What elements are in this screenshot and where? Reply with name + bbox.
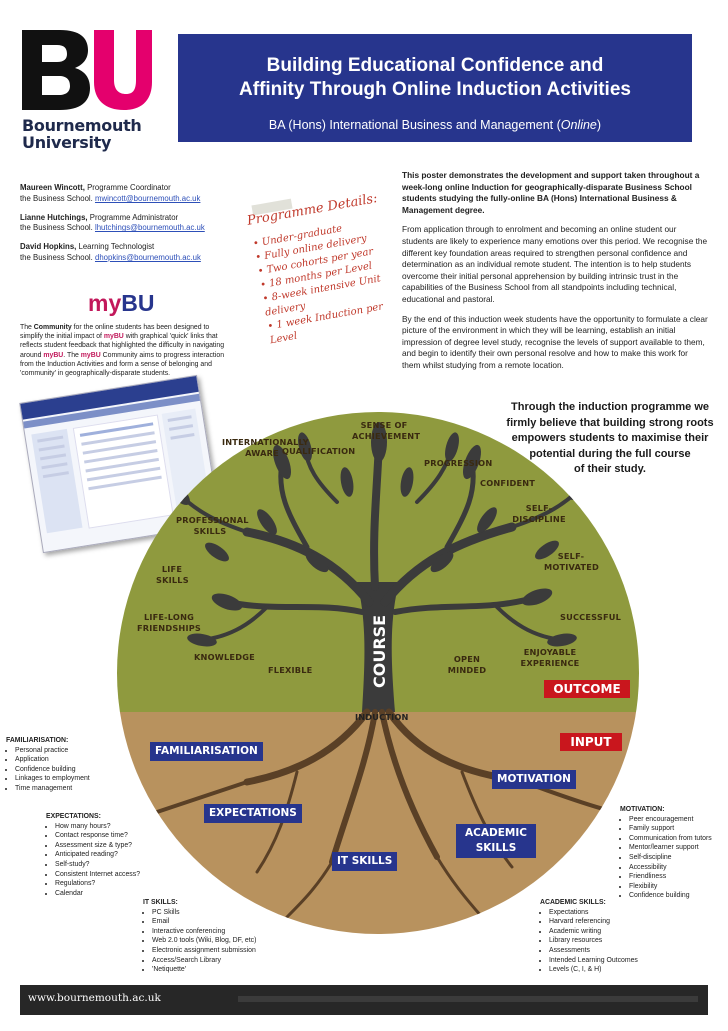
footer-divider — [238, 996, 698, 1002]
list-item: Application — [15, 755, 116, 765]
it-skills-list: IT SKILLS: PC Skills Email Interactive c… — [143, 898, 283, 975]
list-item: Web 2.0 tools (Wiki, Blog, DF, etc) — [152, 936, 283, 946]
list-item: Interactive conferencing — [152, 927, 283, 937]
list-item: Communication from tutors — [629, 834, 726, 844]
bu-logo-mark — [22, 30, 152, 110]
email-link[interactable]: lhutchings@bournemouth.ac.uk — [94, 223, 205, 233]
label-self-motivated: SELF-MOTIVATED — [544, 551, 599, 572]
label-flexible: FLEXIBLE — [268, 665, 313, 675]
outcome-box: OUTCOME — [544, 680, 630, 698]
list-item: PC Skills — [152, 908, 283, 918]
intro-paragraph-2: From application through to enrolment an… — [402, 224, 708, 304]
motivation-box: MOTIVATION — [492, 770, 576, 789]
list-item: Flexibility — [629, 882, 726, 892]
list-item: 'Netiquette' — [152, 965, 283, 975]
contact-hutchings: Lianne Hutchings, Programme Administrato… — [20, 212, 205, 233]
label-qualification: QUALIFICATION — [282, 446, 356, 456]
list-item: Mentor/learner support — [629, 843, 726, 853]
title-banner: Building Educational Confidence and Affi… — [178, 34, 692, 142]
belief-statement: Through the induction programme we firml… — [506, 401, 714, 475]
label-self-discipline: SELF-DISCIPLINE — [512, 503, 566, 524]
list-item: Levels (C, I, & H) — [549, 965, 650, 975]
poster-subtitle: BA (Hons) International Business and Man… — [268, 118, 602, 132]
list-item: Family support — [629, 824, 726, 834]
input-box: INPUT — [560, 733, 622, 751]
list-item: Personal practice — [15, 746, 116, 756]
list-item: Self-discipline — [629, 853, 726, 863]
label-progression: PROGRESSION — [424, 458, 493, 468]
expectations-box: EXPECTATIONS — [204, 804, 302, 823]
motivation-list: MOTIVATION: Peer encouragement Family su… — [620, 805, 726, 901]
list-item: Accessibility — [629, 863, 726, 873]
list-item: Friendliness — [629, 872, 726, 882]
expectations-list: EXPECTATIONS: How many hours? Contact re… — [46, 812, 156, 898]
list-item: Email — [152, 917, 283, 927]
intro-paragraph-3: By the end of this induction week studen… — [402, 313, 708, 370]
intro-text: This poster demonstrates the development… — [402, 170, 708, 380]
list-item: Academic writing — [549, 927, 650, 937]
university-name: Bournemouth University — [22, 116, 142, 152]
list-item: Contact response time? — [55, 831, 156, 841]
list-item: Consistent Internet access? — [55, 870, 156, 880]
email-link[interactable]: mwincott@bournemouth.ac.uk — [94, 193, 201, 203]
it-skills-box: IT SKILLS — [332, 852, 398, 871]
mybu-logo: myBU — [88, 290, 155, 316]
label-induction: INDUCTION — [355, 712, 409, 722]
footer-bar: www.bournemouth.ac.uk — [20, 985, 708, 1015]
list-item: Linkages to employment — [15, 774, 116, 784]
intro-paragraph-1: This poster demonstrates the development… — [402, 170, 700, 215]
footer-url[interactable]: www.bournemouth.ac.uk — [28, 992, 161, 1004]
list-item: Regulations? — [55, 879, 156, 889]
trunk-label-course: COURSE — [370, 614, 389, 688]
list-item: Peer encouragement — [629, 815, 726, 825]
list-item: Intended Learning Outcomes — [549, 956, 650, 966]
list-item: Access/Search Library — [152, 956, 283, 966]
list-item: Electronic assignment submission — [152, 946, 283, 956]
list-item: Confidence building — [15, 765, 116, 775]
label-confident: CONFIDENT — [480, 478, 536, 488]
list-item: Time management — [15, 784, 116, 794]
programme-details-list: • Under-graduate • Fully online delivery… — [252, 214, 409, 349]
email-link[interactable]: dhopkins@bournemouth.ac.uk — [94, 252, 201, 262]
list-item: Expectations — [549, 908, 650, 918]
poster-title-line2: Affinity Through Online Induction Activi… — [239, 79, 631, 100]
label-successful: SUCCESSFUL — [560, 612, 622, 622]
list-item: Library resources — [549, 936, 650, 946]
list-item: Harvard referencing — [549, 917, 650, 927]
list-item: Calendar — [55, 889, 156, 899]
list-item: Self-study? — [55, 860, 156, 870]
familiarisation-box: FAMILIARISATION — [150, 742, 263, 761]
list-item: Confidence building — [629, 891, 726, 901]
poster-title-line1: Building Educational Confidence and — [266, 55, 604, 76]
community-description: The Community for the online students ha… — [20, 324, 225, 378]
familiarisation-list: FAMILIARISATION: Personal practice Appli… — [6, 736, 116, 794]
list-item: How many hours? — [55, 822, 156, 832]
academic-skills-list: ACADEMIC SKILLS: Expectations Harvard re… — [540, 898, 650, 975]
label-knowledge: KNOWLEDGE — [194, 652, 255, 662]
list-item: Anticipated reading? — [55, 850, 156, 860]
list-item: Assessment size & type? — [55, 841, 156, 851]
list-item: Assessments — [549, 946, 650, 956]
